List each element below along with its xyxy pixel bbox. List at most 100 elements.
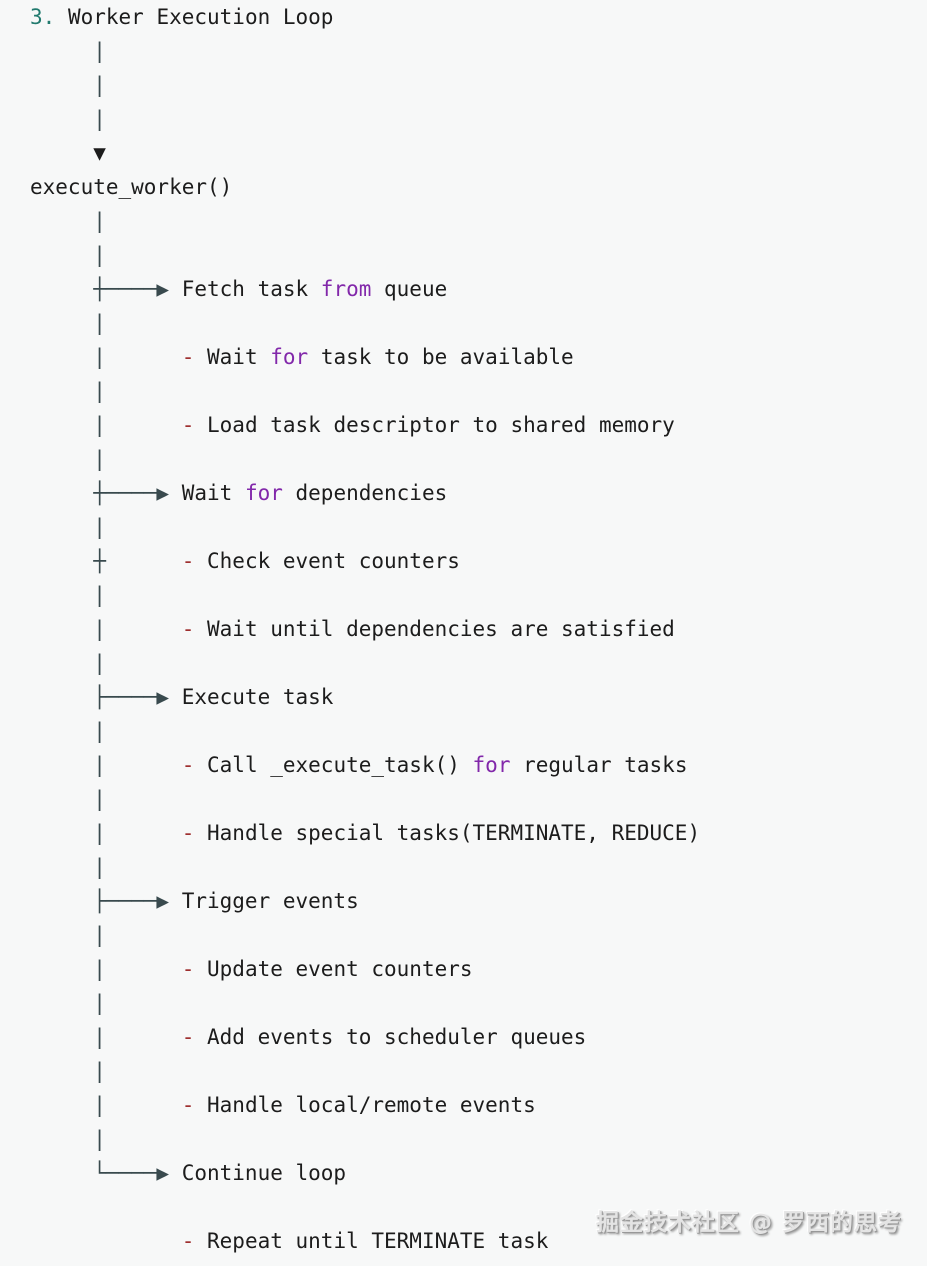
code-segment: Repeat until TERMINATE task [194, 1229, 549, 1253]
code-segment: | [30, 209, 106, 233]
code-segment: - [181, 753, 195, 777]
article-code-block: 3. Worker Execution Loop | | | ▼ execute_… [30, 0, 910, 1258]
code-segment: 3. [30, 5, 56, 29]
code-segment: - [181, 345, 195, 369]
code-segment: └────▶ [30, 1161, 182, 1185]
code-segment: | [30, 345, 182, 369]
code-segment: Worker Execution Loop [55, 5, 334, 29]
code-line: | [30, 714, 910, 748]
code-line: ▼ [30, 136, 910, 170]
code-line: | - Handle special tasks(TERMINATE, REDU… [30, 816, 910, 850]
code-segment: Wait [181, 481, 245, 505]
code-segment: queue [371, 277, 448, 301]
code-segment: | [30, 107, 106, 131]
code-segment: | [30, 923, 106, 947]
code-segment: Execute task [181, 685, 334, 709]
code-segment: | [30, 651, 106, 675]
code-line: | [30, 442, 910, 476]
watermark: 掘金技术社区 @ 罗西的思考 [595, 1210, 902, 1236]
code-segment: | [30, 617, 182, 641]
code-segment: for [244, 481, 283, 505]
code-segment: | [30, 855, 106, 879]
code-segment: Load task descriptor to shared memory [194, 413, 675, 437]
code-line: ├────▶ Execute task [30, 680, 910, 714]
code-segment: Wait until dependencies are satisfied [194, 617, 675, 641]
code-line: | - Wait until dependencies are satisfie… [30, 612, 910, 646]
code-segment: | [30, 787, 106, 811]
code-segment: - [181, 821, 195, 845]
code-segment: ├────▶ [30, 889, 182, 913]
code-segment: | [30, 1059, 106, 1083]
code-segment: | [30, 991, 106, 1015]
code-segment: Wait [194, 345, 271, 369]
code-segment: Continue loop [181, 1161, 347, 1185]
code-line: | [30, 204, 910, 238]
code-segment: | [30, 73, 106, 97]
code-segment: - [181, 1093, 195, 1117]
code-line: | [30, 102, 910, 136]
code-segment: - [181, 617, 195, 641]
code-segment: | [30, 447, 106, 471]
code-segment: | [30, 515, 106, 539]
code-line: ┼────▶ Wait for dependencies [30, 476, 910, 510]
code-segment: - [181, 1025, 195, 1049]
code-line: | - Add events to scheduler queues [30, 1020, 910, 1054]
code-segment: ▼ [30, 141, 106, 165]
code-segment: | [30, 413, 182, 437]
code-line: | [30, 510, 910, 544]
code-line: | [30, 1122, 910, 1156]
code-segment: ┼────▶ [30, 481, 182, 505]
code-segment: for [472, 753, 511, 777]
code-line: | [30, 238, 910, 272]
ascii-diagram: 3. Worker Execution Loop | | | ▼ execute_… [30, 0, 910, 1258]
code-segment [30, 1229, 182, 1253]
code-line: | [30, 782, 910, 816]
code-segment: | [30, 583, 106, 607]
code-segment: regular tasks [510, 753, 688, 777]
code-line: | [30, 68, 910, 102]
code-segment: ┼────▶ [30, 277, 182, 301]
code-line: | [30, 34, 910, 68]
code-line: | [30, 646, 910, 680]
code-line: | [30, 1054, 910, 1088]
code-segment: Check event counters [194, 549, 460, 573]
code-segment: | [30, 1127, 106, 1151]
code-segment: from [320, 277, 372, 301]
code-segment: | [30, 243, 106, 267]
code-segment: | [30, 821, 182, 845]
code-segment: | [30, 957, 182, 981]
code-segment: - [181, 413, 195, 437]
code-line: | [30, 850, 910, 884]
code-segment: Call _execute_task() [194, 753, 473, 777]
code-line: 3. Worker Execution Loop [30, 0, 910, 34]
code-segment: Trigger events [181, 889, 359, 913]
code-segment: dependencies [282, 481, 448, 505]
code-segment: ┼ [30, 549, 182, 573]
code-line: execute_worker() [30, 170, 910, 204]
code-segment: Handle special tasks(TERMINATE, REDUCE) [194, 821, 701, 845]
code-segment: | [30, 379, 106, 403]
code-line: | [30, 986, 910, 1020]
code-line: | - Load task descriptor to shared memor… [30, 408, 910, 442]
code-line: ├────▶ Trigger events [30, 884, 910, 918]
code-line: | - Wait for task to be available [30, 340, 910, 374]
code-segment: for [270, 345, 309, 369]
code-segment: - [181, 957, 195, 981]
code-segment: | [30, 1093, 182, 1117]
code-line: ┼ - Check event counters [30, 544, 910, 578]
code-segment: | [30, 753, 182, 777]
code-line: | [30, 918, 910, 952]
code-segment: ├────▶ [30, 685, 182, 709]
code-line: | [30, 306, 910, 340]
code-line: - Repeat until TERMINATE task [30, 1224, 910, 1258]
code-segment: | [30, 1025, 182, 1049]
code-segment: | [30, 39, 106, 63]
code-segment: Update event counters [194, 957, 473, 981]
code-segment: Handle local/remote events [194, 1093, 536, 1117]
code-line: | [30, 374, 910, 408]
code-line: └────▶ Continue loop [30, 1156, 910, 1190]
code-line: | [30, 578, 910, 612]
code-segment: Fetch task [181, 277, 321, 301]
code-line: | - Update event counters [30, 952, 910, 986]
code-line: | - Handle local/remote events [30, 1088, 910, 1122]
